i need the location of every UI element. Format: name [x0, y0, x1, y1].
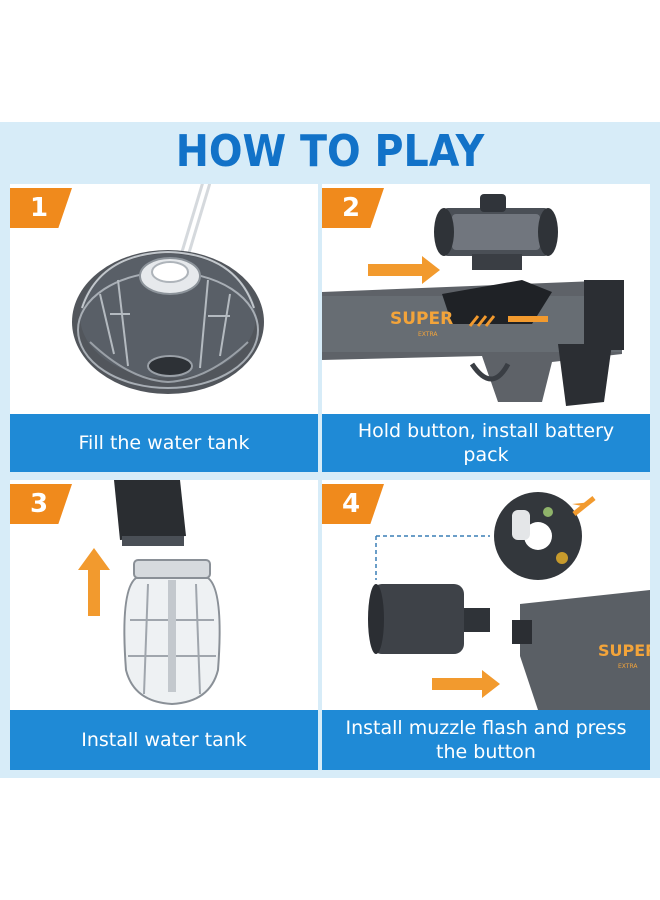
- step-card-4: SUPER EXTRA 4 Install muzzle flash and p…: [322, 480, 650, 770]
- step-caption: Install muzzle flash and press the butto…: [322, 710, 650, 770]
- step-caption-text: Install water tank: [81, 729, 247, 751]
- water-tank-filling-icon: [72, 184, 264, 394]
- step-card-3: 3 Install water tank: [10, 480, 318, 770]
- step-caption-text: Hold button, install battery pack: [357, 420, 615, 466]
- step-card-2: SUPER EXTRA 2 Hold button, install batte…: [322, 184, 650, 472]
- step-caption: Install water tank: [10, 710, 318, 770]
- muzzle-flash-install-icon: SUPER EXTRA: [368, 492, 650, 716]
- brand-sub-label: EXTRA: [418, 331, 438, 338]
- step-caption: Fill the water tank: [10, 414, 318, 472]
- step-caption-text: Install muzzle flash and press the butto…: [345, 717, 627, 763]
- brand-sub-label-step4: EXTRA: [618, 663, 638, 670]
- step-card-1: 1 Fill the water tank: [10, 184, 318, 472]
- step-caption: Hold button, install battery pack: [322, 414, 650, 472]
- battery-and-tank-icon: [78, 480, 221, 706]
- blaster-with-sight-icon: SUPER EXTRA: [322, 194, 624, 406]
- step-number-badge: 4: [322, 484, 384, 524]
- brand-label: SUPER: [390, 309, 453, 329]
- brand-label-step4: SUPER: [598, 641, 650, 660]
- step-caption-text: Fill the water tank: [78, 432, 250, 454]
- page-title: HOW TO PLAY: [175, 126, 485, 177]
